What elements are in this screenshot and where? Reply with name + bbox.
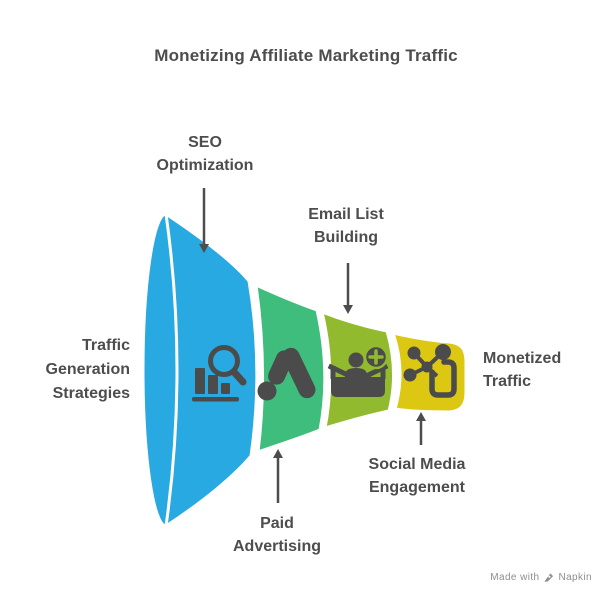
stage-label-paid: Paid Advertising xyxy=(232,515,321,555)
watermark[interactable]: Made with Napkin xyxy=(490,572,592,583)
google-ads-icon xyxy=(257,347,316,401)
arrow-social xyxy=(416,412,426,445)
arrow-email xyxy=(343,263,353,314)
funnel-output-label: Monetized Traffic xyxy=(483,350,562,390)
stage-label-seo: SEO Optimization xyxy=(156,134,254,174)
stage-label-social: Social Media Engagement xyxy=(368,456,466,496)
watermark-brand: Napkin xyxy=(558,572,592,583)
share-network-icon xyxy=(403,344,457,398)
seo-analytics-icon xyxy=(192,345,247,402)
label-arrows xyxy=(199,188,426,503)
page-title: Monetizing Affiliate Marketing Traffic xyxy=(154,46,458,65)
funnel-input-label: Traffic Generation Strategies xyxy=(45,337,130,402)
stage-label-email: Email List Building xyxy=(308,206,384,246)
audience-add-icon xyxy=(327,344,389,397)
napkin-pen-icon xyxy=(544,573,554,582)
watermark-prefix: Made with xyxy=(490,572,540,583)
arrow-paid xyxy=(273,449,283,503)
arrow-seo xyxy=(199,188,209,253)
